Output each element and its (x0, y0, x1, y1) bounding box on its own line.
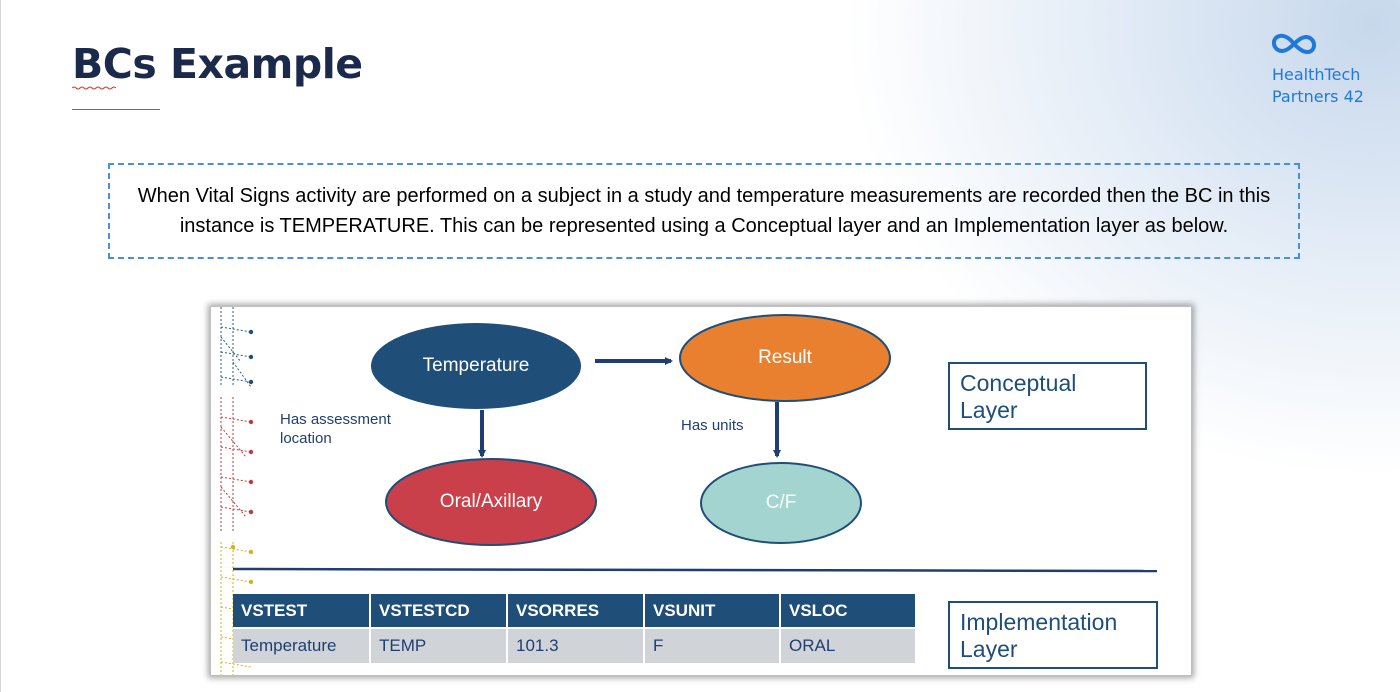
conceptual-layer-box: Conceptual Layer (948, 362, 1147, 430)
table-header-row: VSTEST VSTESTCD VSORRES VSUNIT VSLOC (233, 594, 917, 628)
edge-label-has-units: Has units (681, 417, 744, 434)
column-header-vsorres: VSORRES (507, 594, 645, 628)
node-result (679, 314, 891, 402)
title-underline (72, 109, 160, 110)
node-label-result: Result (758, 347, 812, 368)
table-cell: TEMP (370, 627, 508, 663)
table-row: Temperature TEMP 101.3 F ORAL (233, 627, 917, 663)
node-label-temperature: Temperature (422, 355, 530, 376)
node-temperature (371, 323, 581, 409)
edge-label-assessment-line1: Has assessment (280, 411, 391, 428)
implementation-layer-box: Implementation Layer (948, 601, 1158, 669)
table-cell: Temperature (233, 627, 371, 663)
column-header-vstestcd: VSTESTCD (370, 594, 508, 628)
layer-divider (232, 567, 1158, 573)
decorative-dot-pattern (220, 307, 254, 675)
page-title: BCs Example (72, 40, 363, 88)
node-label-oral-axillary: Oral/Axillary (439, 491, 543, 512)
company-name: HealthTech Partners 42 (1272, 64, 1364, 108)
table-cell: F (644, 627, 781, 663)
column-header-vstest: VSTEST (233, 594, 371, 628)
implementation-layer-line1: Implementation (960, 609, 1118, 635)
company-name-line2: Partners 42 (1272, 87, 1364, 106)
node-cf (700, 462, 862, 544)
edge-label-assessment-line2: location (280, 430, 332, 447)
infinity-icon (1272, 33, 1316, 54)
implementation-layer-line2: Layer (960, 636, 1018, 662)
table-cell: 101.3 (507, 627, 645, 663)
conceptual-layer-line2: Layer (960, 397, 1018, 423)
slide-edge (0, 0, 1, 692)
table-cell: ORAL (780, 627, 917, 663)
node-oral-axillary (385, 458, 597, 546)
conceptual-layer-line1: Conceptual (960, 370, 1077, 396)
node-label-cf: C/F (765, 492, 797, 513)
implementation-table: VSTEST VSTESTCD VSORRES VSUNIT VSLOC Tem… (233, 594, 917, 663)
column-header-vsunit: VSUNIT (644, 594, 781, 628)
description-callout: When Vital Signs activity are performed … (108, 163, 1300, 259)
description-text: When Vital Signs activity are performed … (137, 185, 1271, 237)
edge-label-assessment-location: Has assessment location (280, 410, 391, 448)
column-header-vsloc: VSLOC (780, 594, 917, 628)
bc-diagram: Temperature Result Oral/Axillary C/F Has… (210, 306, 1192, 676)
company-name-line1: HealthTech (1272, 65, 1361, 84)
diagram-canvas (220, 307, 1158, 675)
spellcheck-underline (72, 86, 116, 90)
